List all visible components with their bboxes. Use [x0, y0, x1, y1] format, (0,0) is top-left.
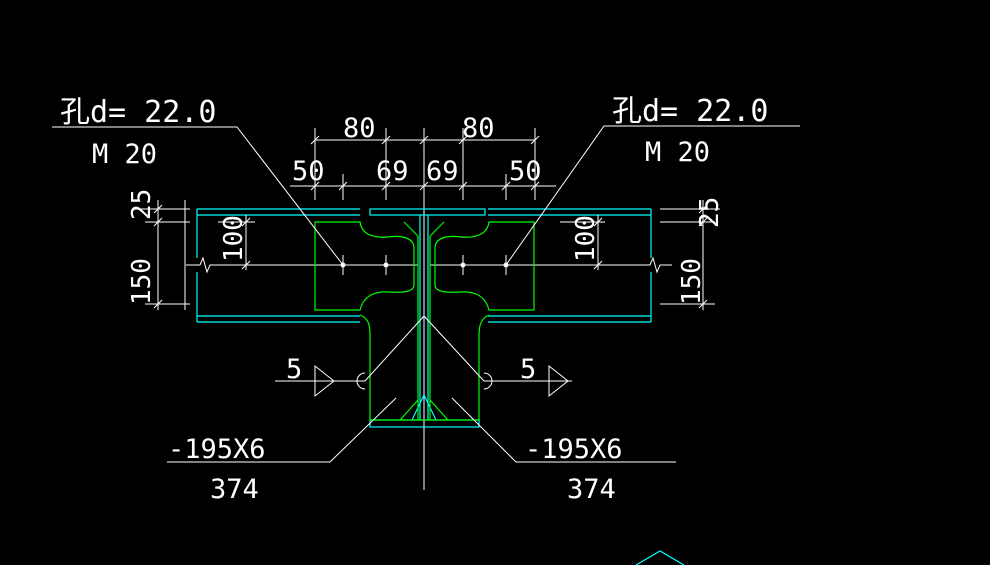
column-web-lines	[399, 221, 449, 421]
bolt-hole-label-left: 孔d= 22.0	[60, 95, 216, 130]
weld-size-right: 5	[520, 354, 536, 385]
dim-spacing-left: 80	[343, 113, 376, 144]
plate-leader-left	[167, 397, 397, 463]
dim-left-bolt: 100	[219, 215, 249, 262]
plate-section-left: -195X6	[168, 434, 266, 465]
dim-inner-right: 69	[426, 156, 459, 187]
dim-right-top: 25	[695, 197, 725, 228]
right-beam	[488, 208, 652, 323]
splice-plate-outline	[314, 221, 415, 311]
bolt-size-label-left: M 20	[92, 139, 157, 170]
dim-edge-left: 50	[292, 156, 325, 187]
bolt-leader-left	[52, 126, 344, 266]
splice-plate-outline-right	[434, 221, 535, 311]
column-web-plate-outline	[359, 314, 490, 421]
weld-size-left: 5	[286, 354, 302, 385]
bolt-centerline-right	[430, 256, 672, 274]
left-beam	[196, 208, 360, 323]
weld-symbol-right	[423, 315, 572, 398]
top-dimension-lines	[290, 128, 556, 200]
dim-left-top: 25	[127, 189, 157, 220]
bolt-leader-right	[505, 125, 800, 266]
column-top-flange	[369, 208, 486, 421]
dim-left-total: 150	[127, 258, 157, 305]
partial-shape-bottom	[635, 550, 685, 565]
plate-length-right: 374	[567, 474, 616, 505]
plate-section-right: -195X6	[525, 434, 623, 465]
dim-right-bolt: 100	[571, 215, 601, 262]
bolt-size-label-right: M 20	[645, 137, 710, 168]
dim-spacing-right: 80	[462, 113, 495, 144]
bolt-hole-label-right: 孔d= 22.0	[612, 94, 768, 129]
plate-length-left: 374	[210, 474, 259, 505]
dim-right-total: 150	[677, 258, 707, 305]
dim-inner-left: 69	[376, 156, 409, 187]
left-vertical-dimension-lines	[135, 200, 255, 310]
weld-symbol-left	[275, 315, 425, 398]
dim-edge-right: 50	[509, 156, 542, 187]
right-vertical-dimension-lines	[560, 200, 720, 310]
plate-leader-right	[451, 397, 676, 463]
